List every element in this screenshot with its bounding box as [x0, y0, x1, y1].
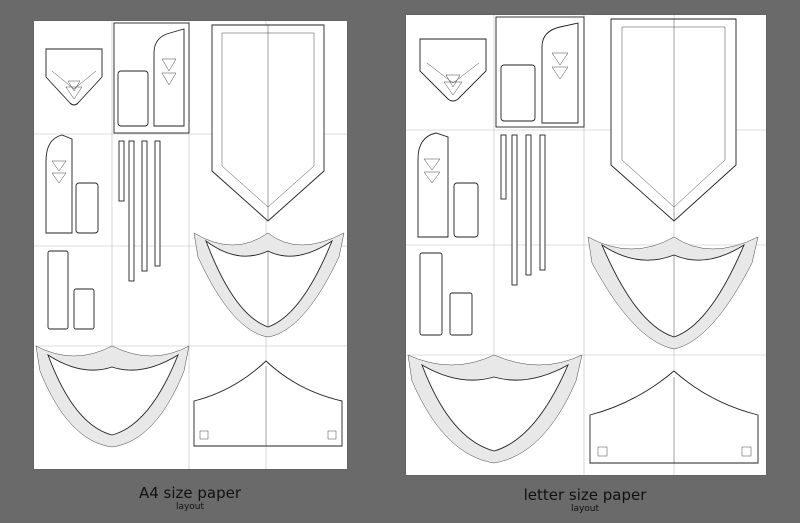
a4-caption-title: A4 size paper [138, 484, 242, 502]
a4-hood-box [113, 22, 190, 134]
letter-side-piece [417, 132, 479, 238]
letter-caption-title: letter size paper [523, 486, 647, 504]
a4-mask-piece [193, 360, 343, 447]
letter-pattern-diagram [406, 15, 766, 475]
letter-caption: letter size paper layout [490, 486, 680, 515]
letter-small-pieces [419, 252, 473, 336]
letter-shoulder-cape-piece [587, 236, 759, 350]
a4-shoulder-cape-piece [193, 232, 345, 338]
letter-mask-piece [589, 370, 759, 464]
a4-side-piece [45, 134, 99, 234]
a4-layout-sheet [34, 21, 347, 469]
a4-pattern-diagram [34, 21, 347, 469]
letter-caption-subtitle: layout [570, 504, 600, 514]
a4-small-pieces [47, 250, 95, 330]
a4-collar-piece [45, 48, 103, 106]
a4-front-panel-piece [211, 24, 325, 222]
letter-strap-pieces [500, 134, 546, 286]
letter-collar-piece [419, 38, 487, 102]
a4-caption-subtitle: layout [175, 502, 205, 512]
a4-lower-cape-piece [35, 345, 190, 448]
letter-front-panel-piece [610, 18, 737, 222]
a4-strap-pieces [118, 140, 161, 282]
letter-lower-cape-piece [407, 354, 583, 464]
letter-layout-sheet [406, 15, 766, 475]
a4-caption: A4 size paper layout [110, 484, 270, 513]
letter-hood-box [495, 16, 585, 128]
